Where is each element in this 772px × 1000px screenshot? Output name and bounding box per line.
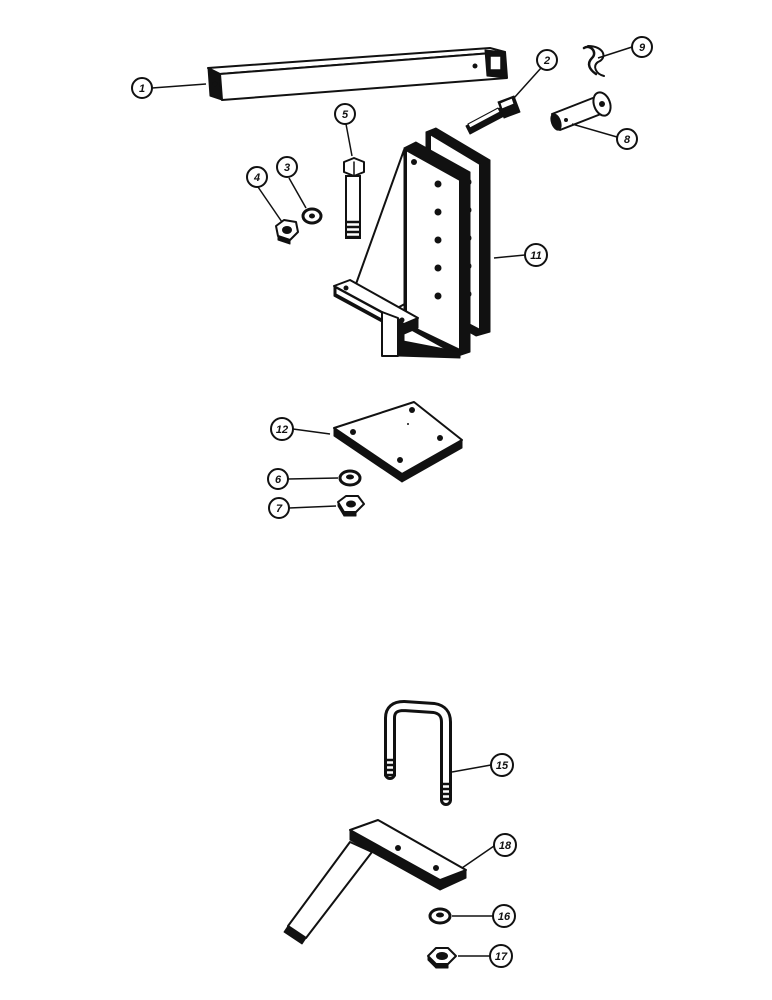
hex-bolt-angled (465, 95, 521, 135)
callout-17: 17 (489, 944, 513, 968)
square-plate (333, 401, 463, 483)
callout-7: 7 (268, 497, 290, 519)
hex-nut (275, 219, 299, 245)
lock-washer (301, 207, 323, 225)
svg-text:5: 5 (342, 109, 349, 121)
callout-15: 15 (490, 753, 514, 777)
svg-text:4: 4 (253, 172, 260, 184)
clevis-pin (550, 91, 612, 131)
callout-16: 16 (492, 904, 516, 928)
svg-text:16: 16 (498, 911, 511, 923)
square-tube-bar (207, 47, 508, 101)
spring-clip (582, 45, 605, 77)
callout-1: 1 (131, 77, 153, 99)
svg-text:2: 2 (543, 55, 550, 67)
svg-text:17: 17 (495, 951, 508, 963)
callout-6: 6 (267, 468, 289, 490)
svg-text:1: 1 (139, 83, 145, 95)
callout-5: 5 (334, 103, 356, 125)
callout-2: 2 (536, 49, 558, 71)
svg-text:11: 11 (530, 250, 541, 262)
u-bolt (384, 700, 452, 806)
callout-8: 8 (616, 128, 638, 150)
callout-3: 3 (276, 156, 298, 178)
callout-12: 12 (270, 417, 294, 441)
leader-lines (151, 46, 633, 957)
lock-washer (338, 469, 362, 487)
hex-nut (427, 947, 457, 969)
svg-text:6: 6 (275, 474, 282, 486)
hex-nut (337, 495, 365, 517)
hex-bolt-vertical (343, 157, 365, 239)
svg-text:18: 18 (499, 840, 512, 852)
svg-text:3: 3 (284, 162, 290, 174)
svg-text:8: 8 (624, 134, 631, 146)
callout-4: 4 (246, 166, 268, 188)
svg-text:7: 7 (276, 503, 283, 515)
svg-text:9: 9 (639, 42, 646, 54)
callout-18: 18 (493, 833, 517, 857)
svg-text:15: 15 (496, 760, 509, 772)
lock-washer (428, 907, 452, 925)
callout-11: 11 (524, 243, 548, 267)
mounting-bracket (333, 127, 491, 359)
svg-text:12: 12 (276, 424, 288, 436)
flat-bar-with-stem (283, 819, 467, 945)
callout-9: 9 (631, 36, 653, 58)
